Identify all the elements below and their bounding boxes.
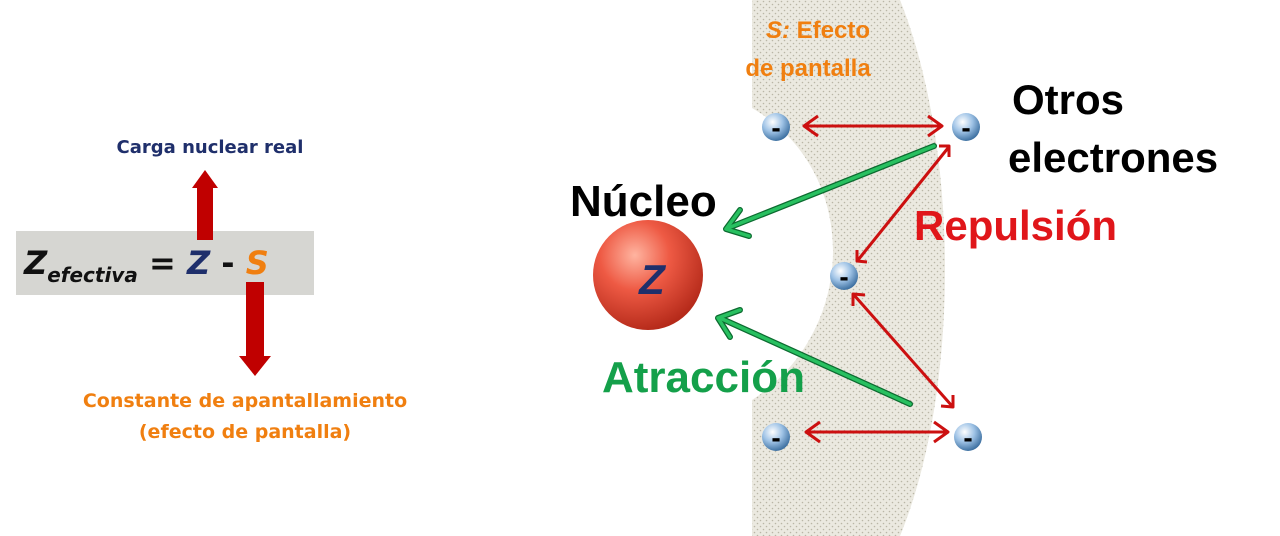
electron-sign: -: [963, 422, 972, 453]
repulsion-arrow: [855, 144, 951, 264]
left-arrows: [192, 170, 271, 376]
formula-box: [16, 231, 314, 295]
electron: -: [952, 112, 980, 143]
attraction-arrow: [724, 144, 936, 238]
electron-sign: -: [961, 112, 970, 143]
screening-constant-label: Constante de apantallamiento: [82, 390, 408, 412]
repulsion-label: Repulsión: [914, 202, 1117, 249]
screening-effect-label: (efecto de pantalla): [138, 421, 352, 443]
electron-sign: -: [839, 261, 848, 292]
nucleus: [593, 220, 703, 330]
equals-sign: =: [148, 244, 176, 282]
electron-sign: -: [771, 422, 780, 453]
shielding-label-line2: de pantalla: [745, 55, 871, 82]
repulsion-arrow: [802, 114, 944, 138]
electron: -: [762, 422, 790, 453]
electron: -: [954, 422, 982, 453]
effective-charge-formula: Zefectiva = Z - S: [24, 231, 269, 295]
other-electrons-label-line2: electrones: [1008, 134, 1218, 181]
attraction-label: Atracción: [602, 353, 805, 402]
repulsion-arrow: [851, 292, 955, 409]
z-effective-symbol: Z: [24, 244, 48, 282]
s-term: S: [245, 244, 269, 282]
up-arrow-icon: [192, 170, 218, 240]
nucleus-symbol: Z: [638, 256, 666, 303]
other-electrons-label-line1: Otros: [1012, 76, 1124, 123]
electron: -: [762, 112, 790, 143]
z-term: Z: [186, 244, 211, 282]
attraction-arrow: [716, 308, 912, 406]
minus-sign: -: [221, 244, 235, 282]
shielding-label-line1: S: Efecto: [766, 17, 870, 44]
electron: -: [830, 261, 858, 292]
real-nuclear-charge-label: Carga nuclear real: [116, 137, 304, 158]
electron-sign: -: [771, 112, 780, 143]
z-effective-subscript: efectiva: [47, 263, 138, 287]
down-arrow-icon: [239, 282, 271, 376]
repulsion-arrow: [804, 420, 950, 444]
nucleus-label: Núcleo: [570, 177, 717, 226]
